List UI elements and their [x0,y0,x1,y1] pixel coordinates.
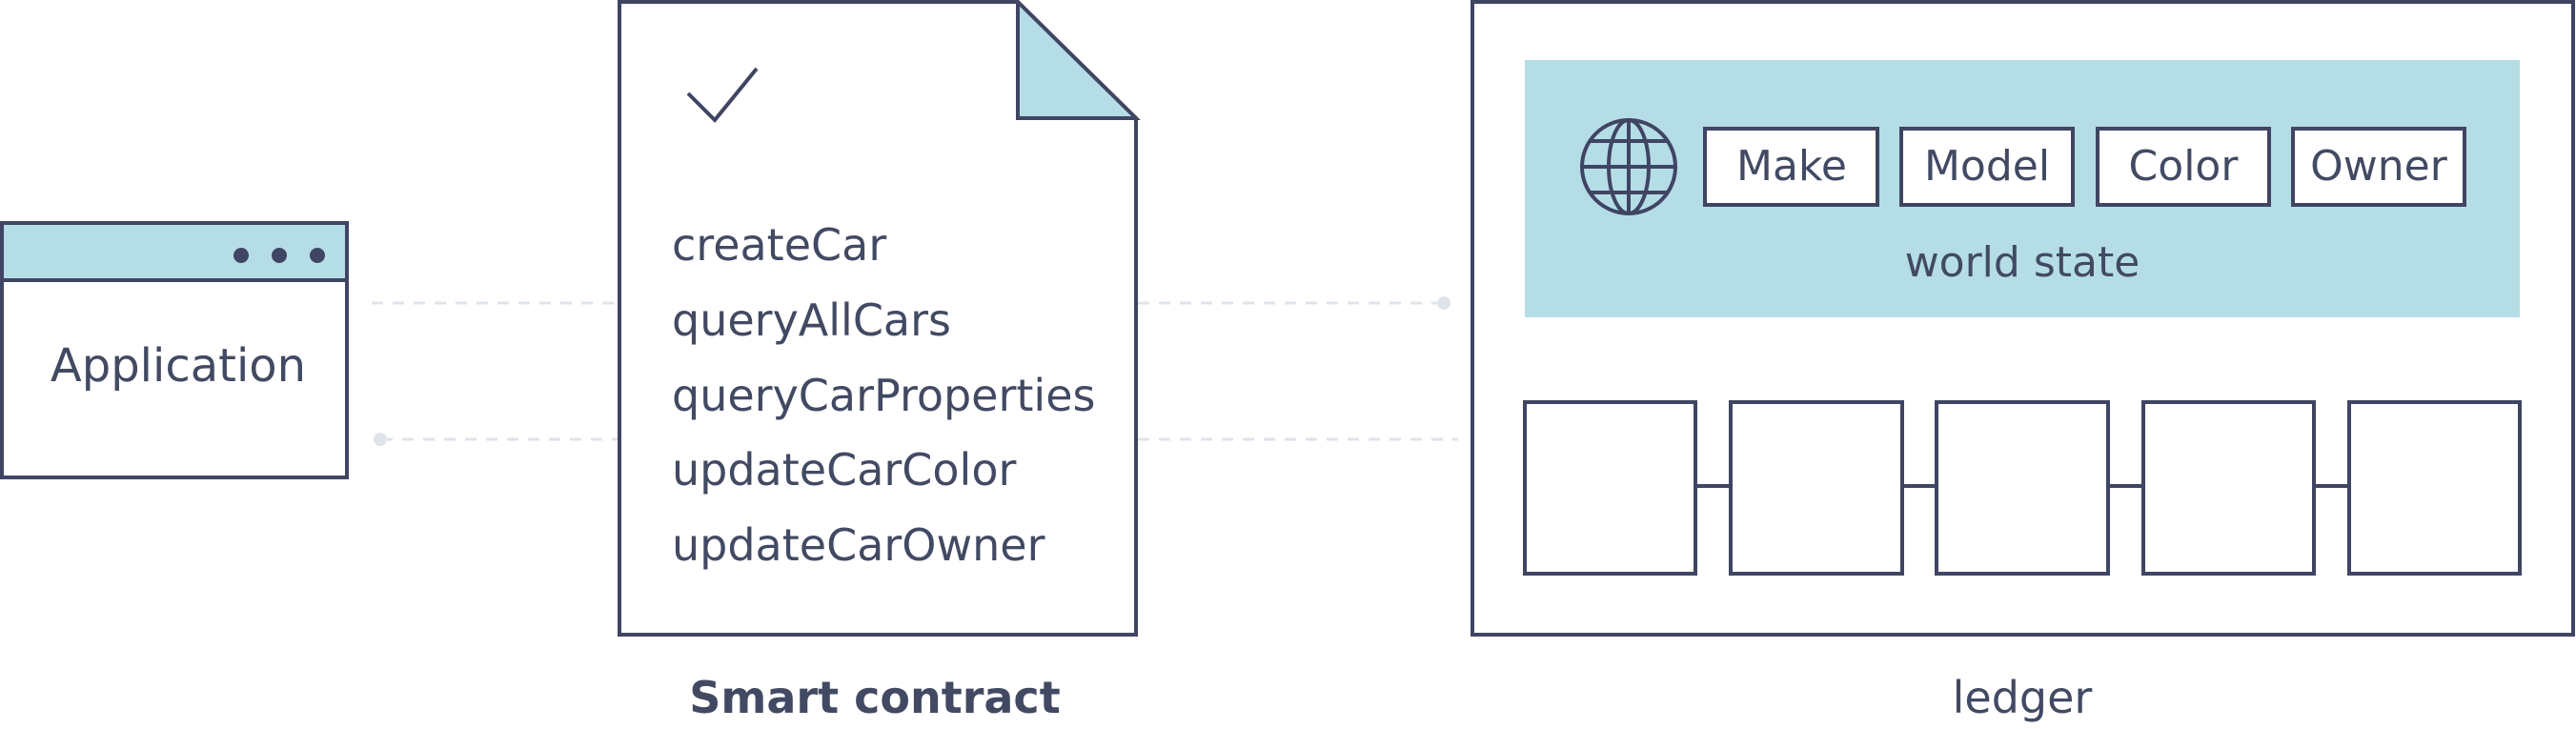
block [2347,400,2522,576]
world-state-panel: Make Model Color Owner world state [1525,60,2520,317]
world-state-field-box [2096,127,2271,207]
connector-dot-left [374,433,387,446]
world-state-field-label: Model [1924,142,2050,191]
globe-icon [1580,118,1677,215]
block [1935,400,2110,576]
check-icon [686,67,759,123]
block [1523,400,1697,576]
blockchain [1523,400,2522,576]
smart-contract-caption: Smart contract [689,672,1060,723]
application-label: Application [51,339,306,393]
function-item: createCar [672,219,886,271]
app-connectors [372,301,621,446]
ledger-caption: ledger [1953,672,2093,723]
world-state-field-label: Color [2129,142,2240,191]
world-state-field-box [1899,127,2075,207]
document-fold [1016,0,1141,120]
connector-dot-right [1437,296,1450,310]
function-item: updateCarOwner [672,519,1045,571]
function-item: queryCarProperties [672,370,1095,421]
block [2141,400,2316,576]
world-state-field-label: Make [1736,142,1847,191]
world-state-label: world state [1905,238,2140,287]
block [1729,400,1904,576]
application-titlebar [0,221,349,282]
world-state-field-label: Owner [2310,142,2448,191]
ledger: Make Model Color Owner world state [1471,0,2575,723]
world-state-field-box [2291,127,2466,207]
ledger-connectors [1138,296,1458,441]
document-page [618,0,1138,637]
world-state-field-box [1703,127,1879,207]
window-dots-icon [233,248,325,263]
smart-contract-document: createCar queryAllCars queryCarPropertie… [618,0,1141,723]
function-item: updateCarColor [672,444,1016,496]
application-window: Application [0,221,349,479]
function-item: queryAllCars [672,294,951,346]
